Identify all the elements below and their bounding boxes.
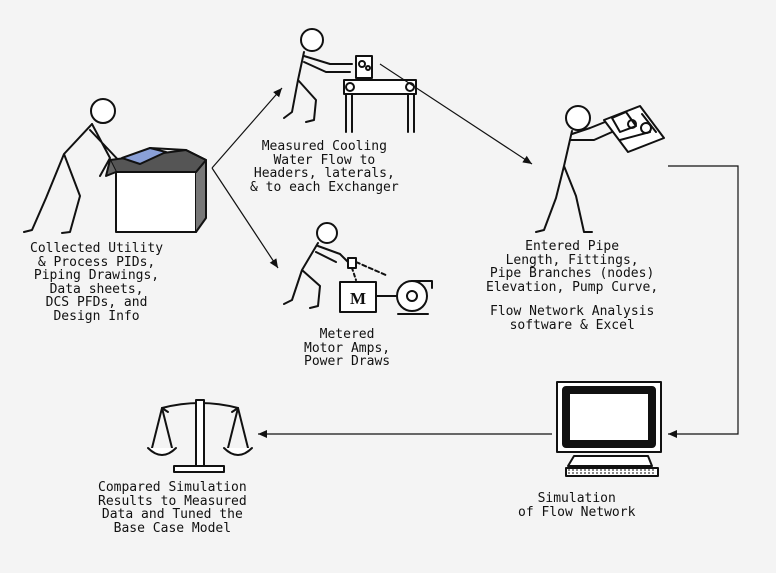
person-with-drawing-icon bbox=[535, 105, 665, 233]
balance-scale-icon bbox=[147, 399, 253, 473]
caption-simulation: Simulation of Flow Network bbox=[518, 491, 636, 520]
computer-monitor-icon bbox=[556, 381, 662, 477]
caption-metered: Metered Motor Amps, Power Draws bbox=[304, 327, 391, 369]
caption-compared: Compared Simulation Results to Measured … bbox=[98, 480, 247, 536]
caption-entered: Entered Pipe Length, Fittings, Pipe Bran… bbox=[486, 239, 659, 295]
person-with-box-icon bbox=[23, 98, 207, 234]
person-metering-motor-icon bbox=[283, 222, 433, 315]
motor-symbol: M bbox=[350, 289, 366, 308]
caption-software: Flow Network Analysis software & Excel bbox=[490, 304, 655, 333]
person-measuring-flow-icon bbox=[283, 28, 417, 133]
caption-collected: Collected Utility & Process PIDs, Piping… bbox=[30, 241, 164, 324]
connector-arrows bbox=[211, 63, 739, 438]
caption-measured: Measured Cooling Water Flow to Headers, … bbox=[250, 139, 399, 195]
